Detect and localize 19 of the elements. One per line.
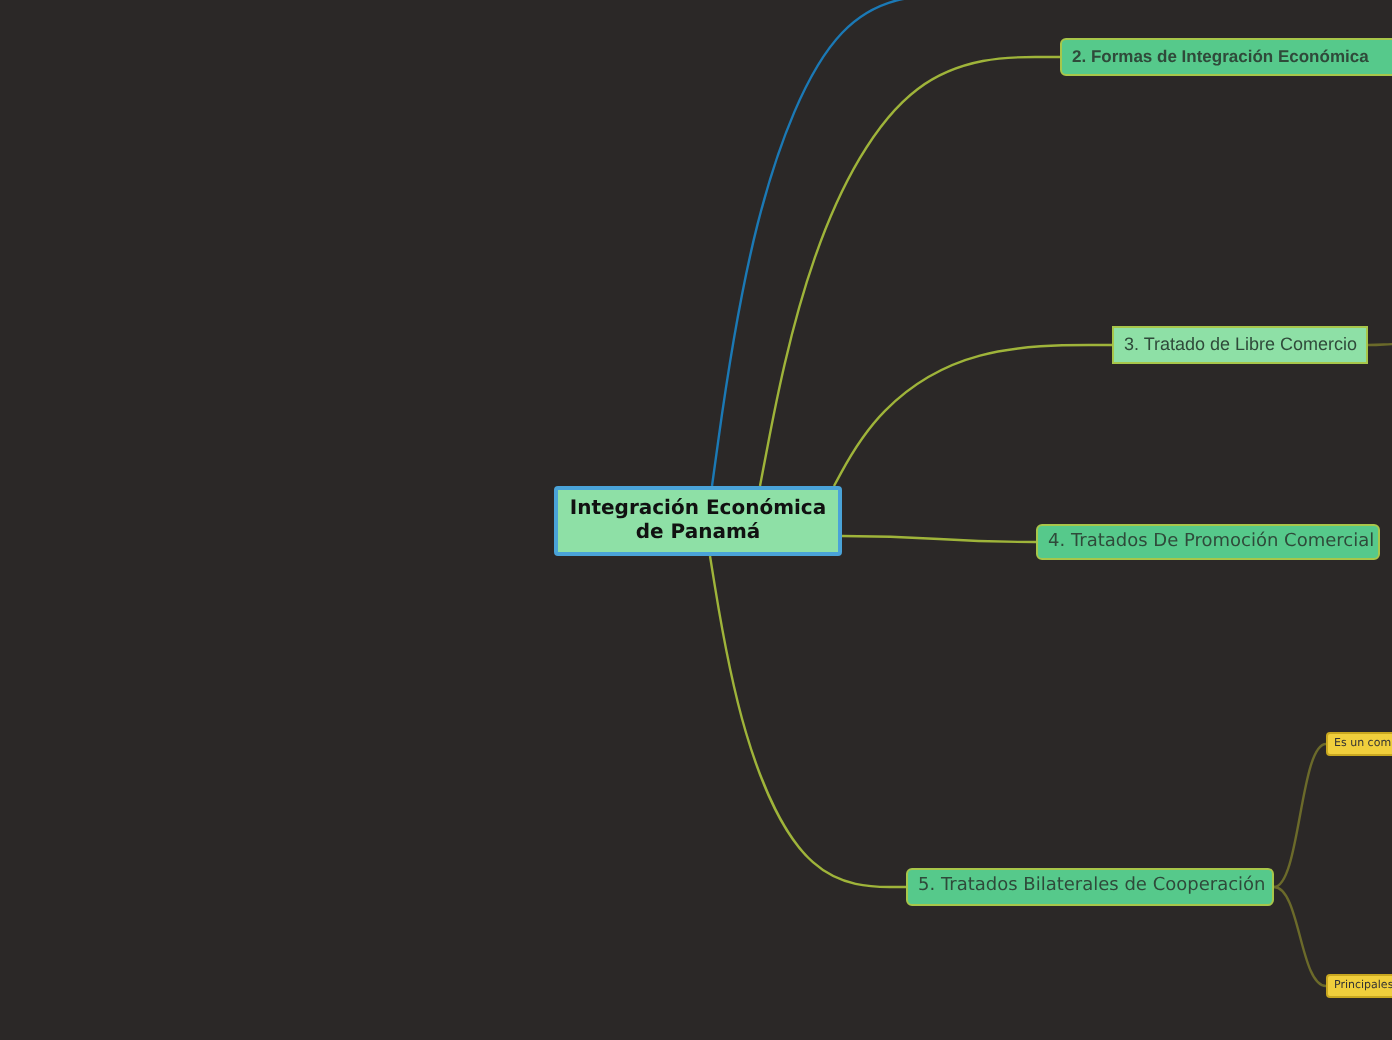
topic-label: 3. Tratado de Libre Comercio bbox=[1124, 334, 1358, 356]
topic-box bbox=[1060, 38, 1392, 76]
topic-box bbox=[906, 868, 1274, 906]
connector-line bbox=[832, 343, 1112, 487]
connector-line bbox=[1368, 342, 1392, 347]
topic-box bbox=[1036, 524, 1380, 560]
topic-label: 2. Formas de Integración Económica bbox=[1072, 47, 1369, 67]
connector-line bbox=[758, 55, 1060, 487]
topic-label: Integración Económica de Panamá bbox=[568, 498, 828, 544]
connector-line bbox=[842, 534, 1036, 544]
connector-line bbox=[1273, 742, 1327, 889]
topic-label: 5. Tratados Bilaterales de Cooperación bbox=[918, 876, 1266, 898]
topic-box bbox=[1112, 326, 1368, 364]
connector-line bbox=[1273, 885, 1327, 988]
central-topic-box bbox=[554, 486, 842, 556]
topic-label: 4. Tratados De Promoción Comercial bbox=[1048, 531, 1375, 553]
subtopic-box bbox=[1326, 732, 1392, 756]
connector-line bbox=[708, 555, 906, 889]
subtopic-box bbox=[1326, 974, 1392, 998]
